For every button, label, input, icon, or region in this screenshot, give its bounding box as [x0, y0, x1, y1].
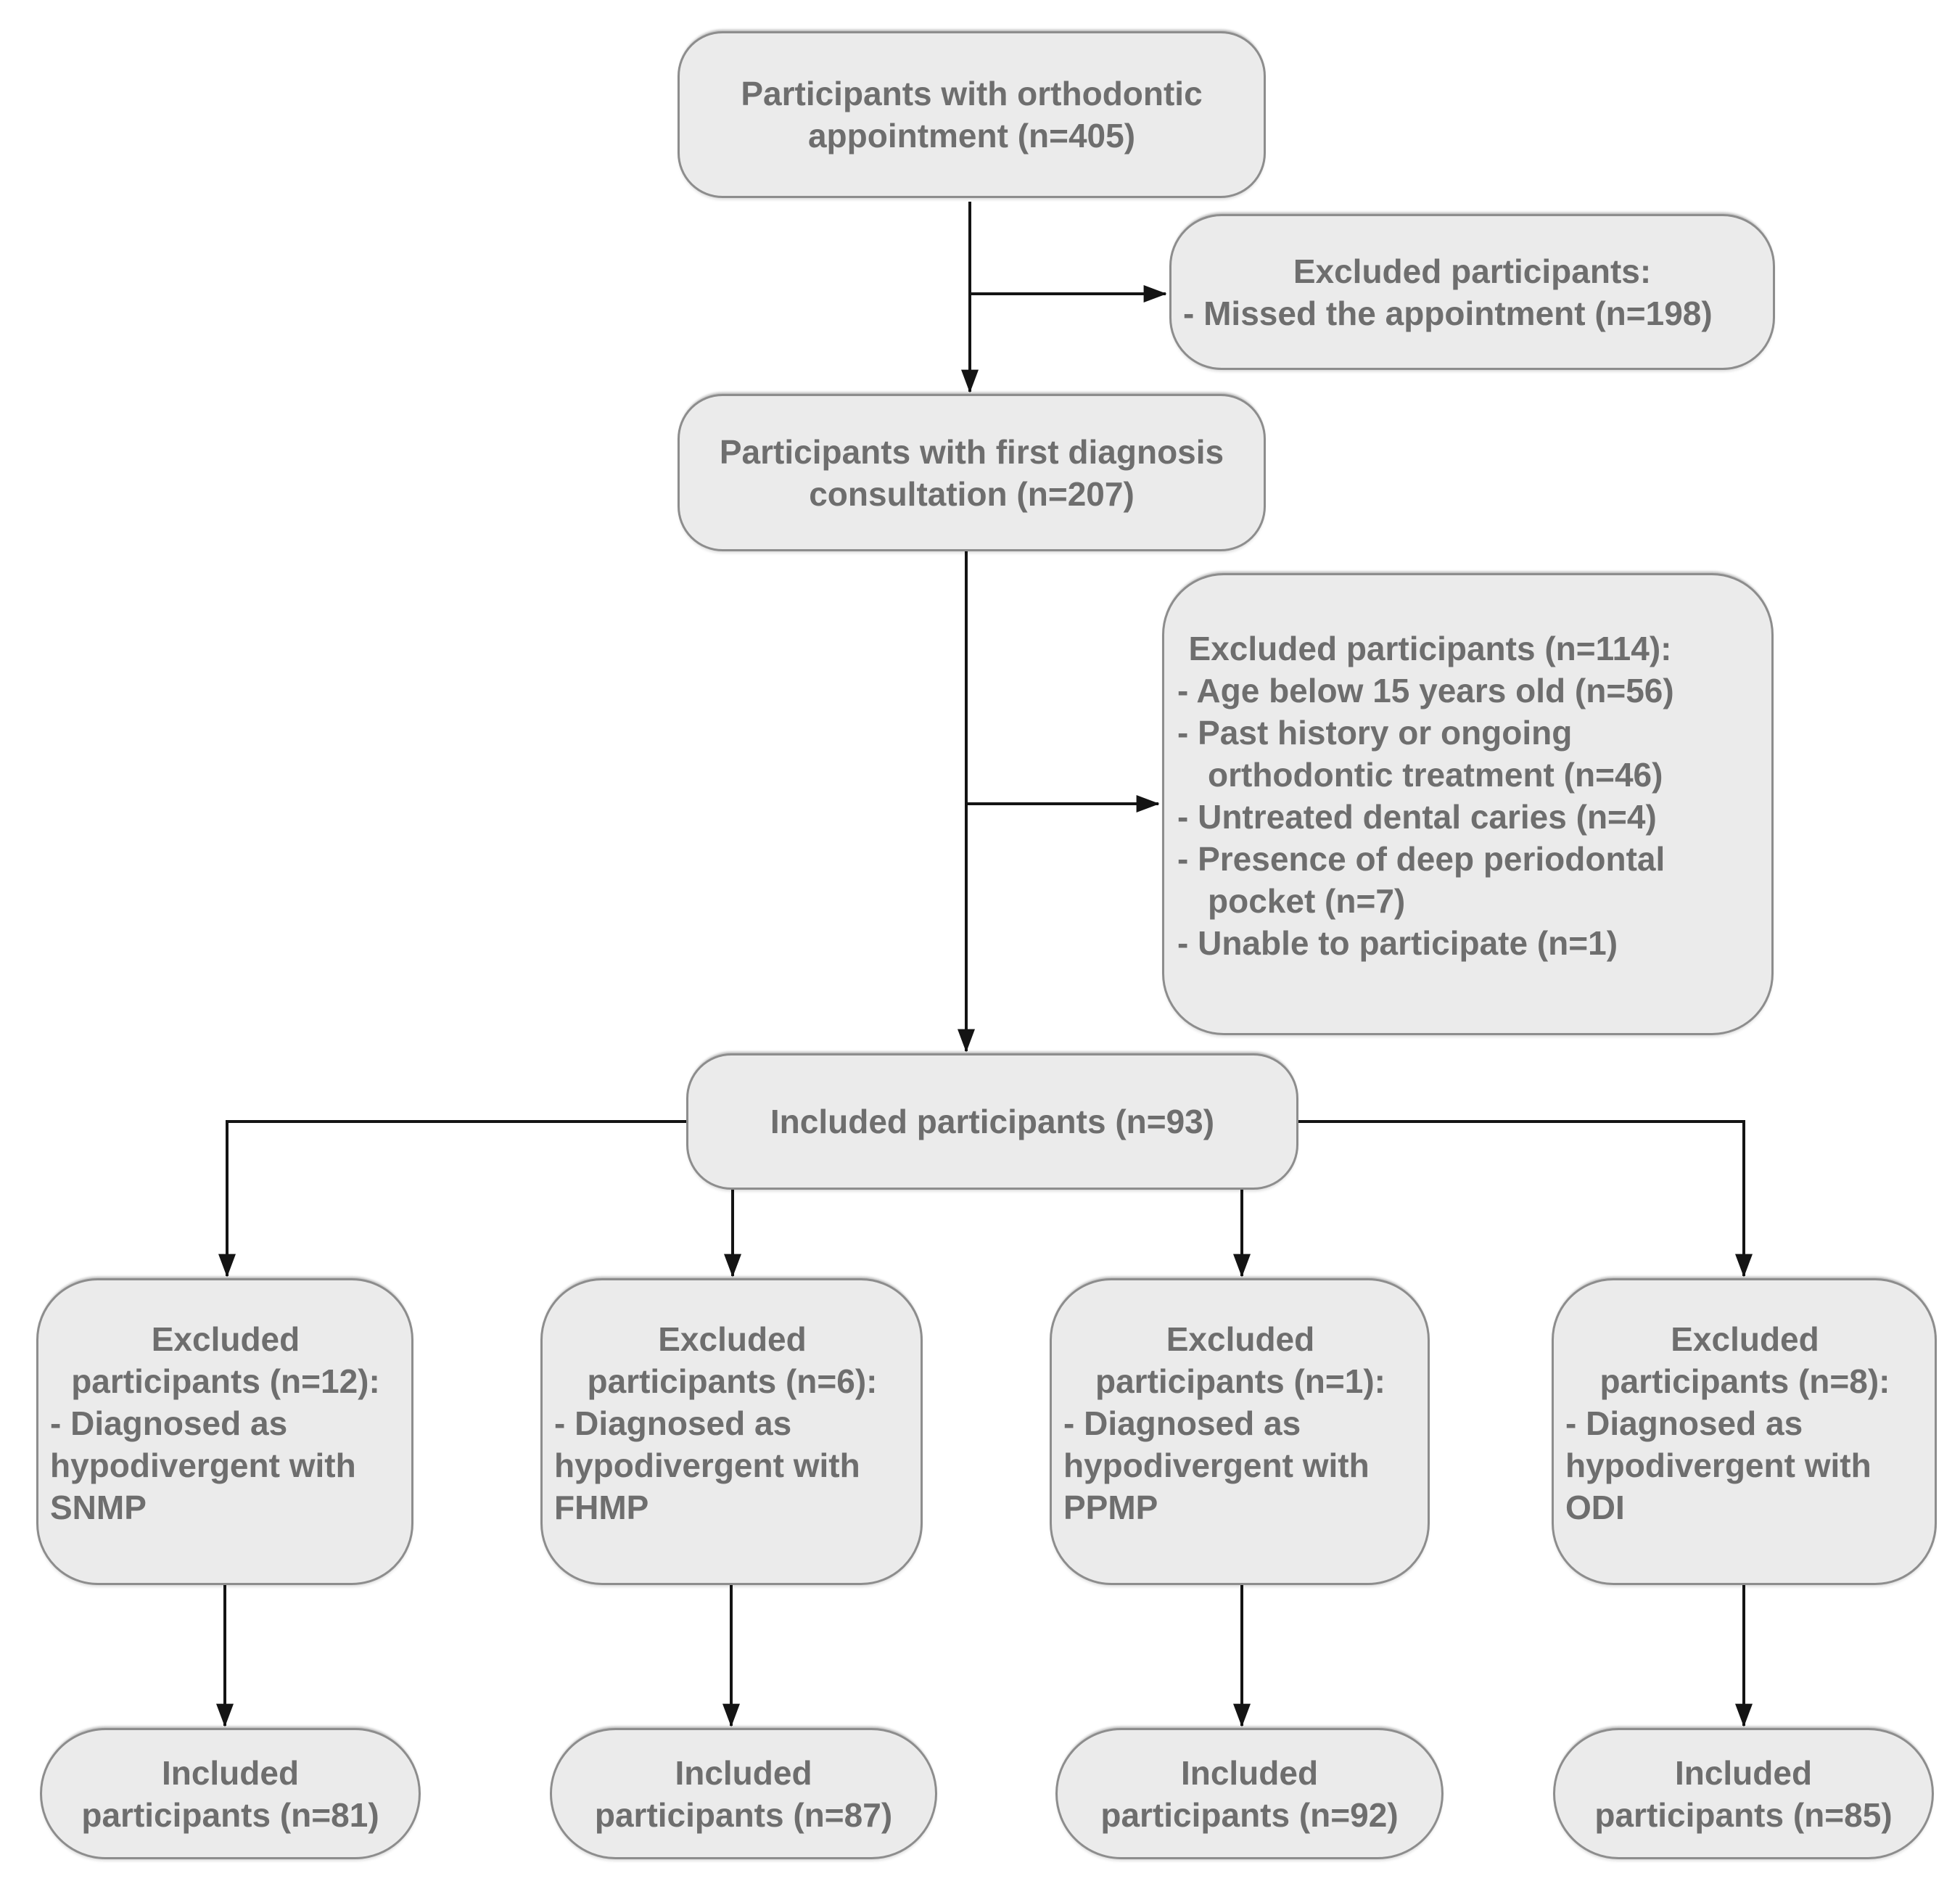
- excluded-title-line: participants (n=6):: [587, 1362, 878, 1400]
- excluded-bullet: - Past history or ongoing orthodontic tr…: [1177, 714, 1663, 794]
- excluded-bullet-list: - Age below 15 years old (n=56) - Past h…: [1177, 670, 1683, 964]
- node-text-line: appointment (n=405): [807, 117, 1136, 155]
- node-text-line: Included participants (n=93): [770, 1103, 1215, 1140]
- node-text-line: participants (n=92): [1100, 1795, 1399, 1834]
- node-excluded-diagnosis: Excluded participants (n=114): - Age bel…: [1162, 573, 1774, 1035]
- node-text-line: participants (n=87): [594, 1795, 893, 1834]
- node-text-line: Included: [675, 1753, 812, 1792]
- excluded-title: Excluded participants:: [1293, 252, 1652, 290]
- excluded-bullet: - Age below 15 years old (n=56): [1177, 672, 1674, 709]
- node-branch-included-snmp: Included participants (n=81): [40, 1728, 421, 1859]
- node-branch-included-ppmp: Included participants (n=92): [1055, 1728, 1444, 1859]
- excluded-bullet: - Diagnosed as hypodivergent with SNMP: [50, 1404, 356, 1526]
- node-text-line: participants (n=85): [1594, 1795, 1893, 1834]
- excluded-bullet: - Untreated dental caries (n=4): [1177, 798, 1657, 836]
- node-text-line: consultation (n=207): [809, 474, 1135, 513]
- node-text-line: Included: [161, 1753, 300, 1792]
- excluded-bullet: - Missed the appointment (n=198): [1183, 294, 1713, 332]
- connector-included-to-branch1: [218, 1120, 688, 1277]
- excluded-title-line: Excluded: [1671, 1320, 1819, 1358]
- excluded-title-line: participants (n=1):: [1095, 1362, 1385, 1400]
- node-text-line: participants (n=81): [81, 1795, 379, 1834]
- excluded-bullet: - Diagnosed as hypodivergent with ODI: [1565, 1404, 1872, 1526]
- excluded-title-line: participants (n=8):: [1599, 1362, 1890, 1400]
- node-text-line: Included: [1674, 1753, 1813, 1792]
- node-branch-included-fhmp: Included participants (n=87): [550, 1728, 937, 1859]
- excluded-title: Excluded participants (n=114):: [1188, 630, 1672, 667]
- connector-included-to-branch4: [1297, 1120, 1753, 1277]
- excluded-bullet: - Diagnosed as hypodivergent with FHMP: [554, 1404, 860, 1526]
- node-branch-excluded-odi: Excluded participants (n=8): - Diagnosed…: [1552, 1278, 1937, 1585]
- excluded-title-line: participants (n=12):: [71, 1362, 380, 1400]
- excluded-title-line: Excluded: [658, 1320, 807, 1358]
- node-branch-excluded-snmp: Excluded participants (n=12): - Diagnose…: [36, 1278, 413, 1585]
- excluded-bullet: - Unable to participate (n=1): [1177, 924, 1618, 962]
- node-first-diagnosis-consultation: Participants with first diagnosis consul…: [678, 394, 1266, 551]
- excluded-bullet: - Diagnosed as hypodivergent with PPMP: [1063, 1404, 1370, 1526]
- node-text-line: Participants with first diagnosis: [719, 432, 1224, 471]
- excluded-title-line: Excluded: [151, 1320, 300, 1358]
- node-orthodontic-appointment: Participants with orthodontic appointmen…: [678, 31, 1266, 198]
- node-branch-excluded-ppmp: Excluded participants (n=1): - Diagnosed…: [1050, 1278, 1430, 1585]
- node-excluded-missed-appointment: Excluded participants: - Missed the appo…: [1169, 214, 1775, 370]
- node-branch-excluded-fhmp: Excluded participants (n=6): - Diagnosed…: [540, 1278, 923, 1585]
- node-text-line: Included: [1180, 1753, 1319, 1792]
- node-text-line: Participants with orthodontic: [741, 75, 1203, 112]
- node-included-participants: Included participants (n=93): [686, 1053, 1298, 1190]
- node-branch-included-odi: Included participants (n=85): [1553, 1728, 1934, 1859]
- excluded-bullet: - Presence of deep periodontal pocket (n…: [1177, 840, 1665, 920]
- excluded-title-line: Excluded: [1166, 1320, 1315, 1358]
